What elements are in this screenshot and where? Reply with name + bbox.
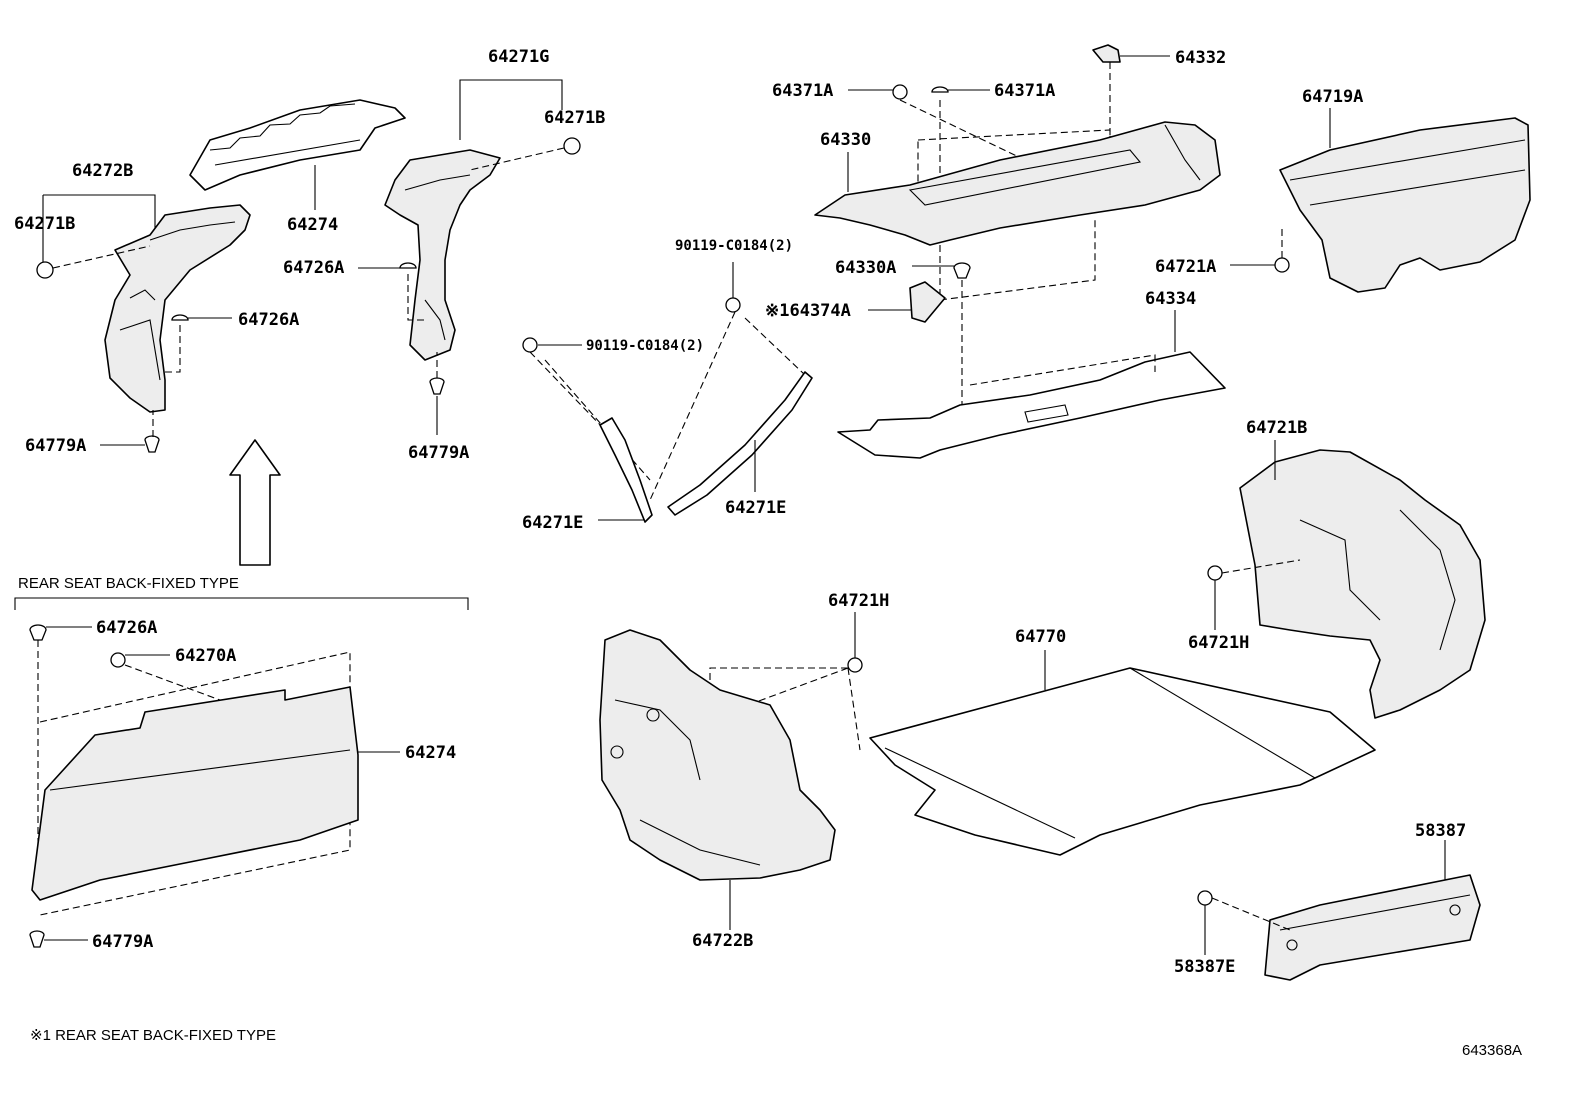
label-58387E: 58387E bbox=[1174, 957, 1235, 977]
clip-64721A[interactable] bbox=[1230, 225, 1290, 273]
part-64271E-left[interactable] bbox=[599, 417, 653, 523]
label-64330A: 64330A bbox=[835, 258, 896, 278]
label-64270A-box: 64270A bbox=[175, 646, 236, 666]
dash-box-frame bbox=[39, 651, 351, 916]
part-58387-scuff-plate[interactable] bbox=[1264, 874, 1481, 981]
label-64722B: 64722B bbox=[692, 931, 753, 951]
part-64271G-pillar-trim[interactable] bbox=[384, 149, 501, 361]
part-64374A-bracket[interactable] bbox=[868, 281, 946, 323]
label-64719A: 64719A bbox=[1302, 87, 1363, 107]
dash-64721H-c bbox=[847, 667, 861, 751]
part-64721B-side-trim[interactable] bbox=[1239, 449, 1486, 719]
label-64779A-mid: 64779A bbox=[408, 443, 469, 463]
up-arrow-icon bbox=[229, 439, 281, 566]
part-64271E-right[interactable] bbox=[667, 371, 813, 516]
label-64271B-left: 64271B bbox=[14, 214, 75, 234]
section-bracket bbox=[14, 597, 469, 610]
clip-64779A-left[interactable] bbox=[100, 410, 160, 453]
label-64721A: 64721A bbox=[1155, 257, 1216, 277]
label-64770: 64770 bbox=[1015, 627, 1066, 647]
dash-64721H-a bbox=[709, 667, 848, 720]
label-64332: 64332 bbox=[1175, 48, 1226, 68]
part-64719A-trunk-trim[interactable] bbox=[1279, 117, 1531, 293]
dash-64334 bbox=[969, 354, 1156, 386]
label-64374A: ※164374A bbox=[765, 301, 851, 321]
label-64274-box: 64274 bbox=[405, 743, 456, 763]
clip-64270A-box[interactable] bbox=[110, 652, 221, 701]
clip-64721H-mid[interactable] bbox=[847, 612, 863, 673]
label-64371A-left: 64371A bbox=[772, 81, 833, 101]
label-64779A-left: 64779A bbox=[25, 436, 86, 456]
label-90119-upper: 90119-C0184(2) bbox=[675, 238, 793, 254]
clip-64779A-mid[interactable] bbox=[429, 352, 445, 435]
part-64330-package-tray[interactable] bbox=[814, 121, 1221, 246]
part-64770-trunk-mat[interactable] bbox=[869, 667, 1376, 856]
dash-90119-lower-b bbox=[544, 359, 651, 481]
part-64722B-quarter-trim[interactable] bbox=[599, 629, 836, 881]
leader-64272B bbox=[100, 194, 156, 228]
label-64721H-mid: 64721H bbox=[828, 591, 889, 611]
clip-64726A-mid[interactable] bbox=[358, 262, 425, 321]
dash-64371A-left bbox=[899, 99, 1026, 161]
label-64272B: 64272B bbox=[72, 161, 133, 181]
part-64332-cap[interactable] bbox=[1092, 44, 1170, 63]
clip-64721H-right[interactable] bbox=[1207, 559, 1301, 630]
dash-90119-upper-b bbox=[744, 317, 806, 376]
part-64272B-quarter-trim[interactable] bbox=[104, 204, 251, 413]
part-64274-box-trim[interactable] bbox=[31, 686, 359, 901]
label-58387: 58387 bbox=[1415, 821, 1466, 841]
label-64271B-top: 64271B bbox=[544, 108, 605, 128]
clip-90119-lower[interactable] bbox=[522, 337, 582, 353]
label-64271E-right: 64271E bbox=[725, 498, 786, 518]
label-64334: 64334 bbox=[1145, 289, 1196, 309]
clip-64371A-right[interactable] bbox=[931, 86, 990, 93]
leader-64271G bbox=[459, 79, 563, 140]
clip-64371A-left[interactable] bbox=[848, 84, 908, 100]
dash-tray-lower bbox=[939, 220, 1096, 301]
label-64721H-right: 64721H bbox=[1188, 633, 1249, 653]
label-64779A-box: 64779A bbox=[92, 932, 153, 952]
label-64726A-mid: 64726A bbox=[283, 258, 344, 278]
label-64271G: 64271G bbox=[488, 47, 549, 67]
clip-64726A-left[interactable] bbox=[162, 314, 232, 373]
label-64271E-left: 64271E bbox=[522, 513, 583, 533]
clip-64779A-box[interactable] bbox=[29, 930, 88, 948]
clip-64271B-left[interactable] bbox=[36, 245, 151, 279]
diagram-id: 643368A bbox=[1462, 1042, 1522, 1059]
label-64726A-left: 64726A bbox=[238, 310, 299, 330]
clip-64271B-top[interactable] bbox=[469, 137, 581, 171]
label-64330: 64330 bbox=[820, 130, 871, 150]
footnote: ※1 REAR SEAT BACK-FIXED TYPE bbox=[30, 1027, 276, 1044]
label-64726A-box: 64726A bbox=[96, 618, 157, 638]
label-64721B: 64721B bbox=[1246, 418, 1307, 438]
label-64274-top: 64274 bbox=[287, 215, 338, 235]
section-title: REAR SEAT BACK-FIXED TYPE bbox=[18, 575, 239, 592]
dash-90119-upper-a bbox=[649, 311, 736, 501]
dash-90119-lower-a bbox=[529, 351, 606, 431]
part-64334-floor-panel[interactable] bbox=[837, 351, 1226, 459]
label-90119-lower: 90119-C0184(2) bbox=[586, 338, 704, 354]
part-64274-upper-trim[interactable] bbox=[189, 99, 406, 191]
clip-58387E[interactable] bbox=[1197, 890, 1291, 955]
label-64371A-right: 64371A bbox=[994, 81, 1055, 101]
clip-90119-upper[interactable] bbox=[725, 262, 741, 313]
